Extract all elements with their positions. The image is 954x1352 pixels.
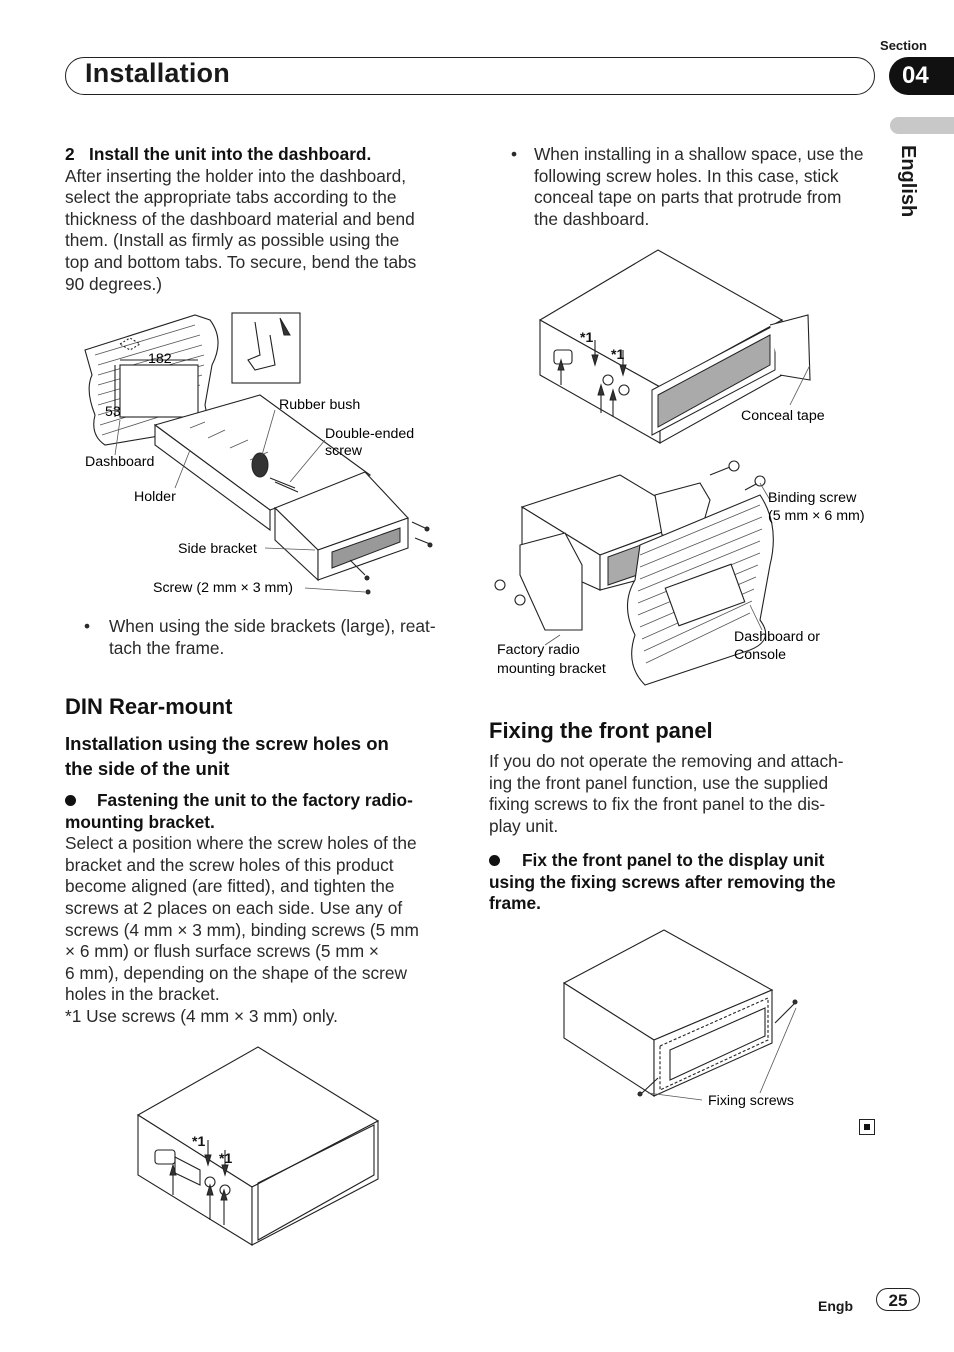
shallow-space-note: • When installing in a shallow space, us… — [511, 144, 864, 229]
step-body: After inserting the holder into the dash… — [65, 165, 417, 294]
label-binding-screw-1: Binding screw — [768, 490, 857, 506]
label-dashboard-console-1: Dashboard or — [734, 629, 820, 645]
label-double-ended-screw-2: screw — [325, 443, 363, 459]
mark-1: *1 — [580, 329, 593, 345]
label-dashboard-console-2: Console — [734, 647, 786, 663]
mark-2: *1 — [611, 346, 624, 362]
bracket-body: Select a position where the screw holes … — [65, 833, 419, 1026]
label-holder: Holder — [134, 489, 176, 505]
fixing-front-panel-heading: Fixing the front panel — [489, 718, 713, 743]
page-title: Installation — [85, 58, 230, 88]
label-factory-bracket-1: Factory radio — [497, 642, 580, 658]
figure-fixing-screws: Fixing screws — [562, 929, 798, 1109]
fix-bullet: Fix the front panel to the display unit … — [489, 850, 836, 914]
figure-dashboard-install: 182 53 Dashboard Holder Rubber bush Doub… — [84, 312, 433, 596]
figure-shallow-install: *1 *1 Conceal tape Binding screw (5 mm ×… — [494, 249, 865, 686]
page-number: 25 — [876, 1288, 920, 1311]
label-dashboard: Dashboard — [85, 454, 154, 470]
mark-2: *1 — [219, 1150, 232, 1166]
label-fixing-screws: Fixing screws — [708, 1093, 794, 1109]
bullet-dot-icon — [489, 855, 500, 866]
section-number: 04 — [889, 57, 954, 95]
label-binding-screw-2: (5 mm × 6 mm) — [768, 508, 865, 524]
bullet-dot-icon: • — [84, 616, 91, 636]
step-title: Install the unit into the dashboard. — [89, 144, 372, 164]
step-number: 2 — [65, 144, 75, 164]
mark-1: *1 — [192, 1133, 205, 1149]
footer-lang-code: Engb — [818, 1298, 853, 1314]
front-panel-body: If you do not operate the removing and a… — [489, 751, 844, 836]
din-rear-mount-heading: DIN Rear-mount — [65, 694, 233, 719]
figure-rear-mount-unit: *1 *1 — [136, 1046, 380, 1246]
label-factory-bracket-2: mounting bracket — [497, 661, 606, 677]
language-label: English — [897, 145, 919, 218]
end-mark-icon — [859, 1119, 875, 1135]
screw-holes-heading: Installation using the screw holes on th… — [65, 733, 389, 779]
bullet-dot-icon: • — [511, 144, 518, 164]
label-rubber-bush: Rubber bush — [279, 397, 360, 413]
bracket-section: Fastening the unit to the factory radio-… — [65, 790, 460, 1028]
language-tab — [890, 117, 954, 134]
label-screw: Screw (2 mm × 3 mm) — [153, 580, 293, 596]
bullet-dot-icon — [65, 795, 76, 806]
side-bracket-note: • When using the side brackets (large), … — [84, 616, 436, 658]
step-2: 2 Install the unit into the dashboard. A… — [65, 144, 460, 295]
section-label: Section — [880, 38, 927, 53]
label-side-bracket: Side bracket — [178, 541, 257, 557]
label-conceal-tape: Conceal tape — [741, 408, 825, 424]
dim-width: 182 — [148, 351, 172, 367]
dim-height: 53 — [105, 404, 121, 420]
title-bar — [65, 57, 875, 95]
label-double-ended-screw-1: Double-ended — [325, 426, 414, 442]
